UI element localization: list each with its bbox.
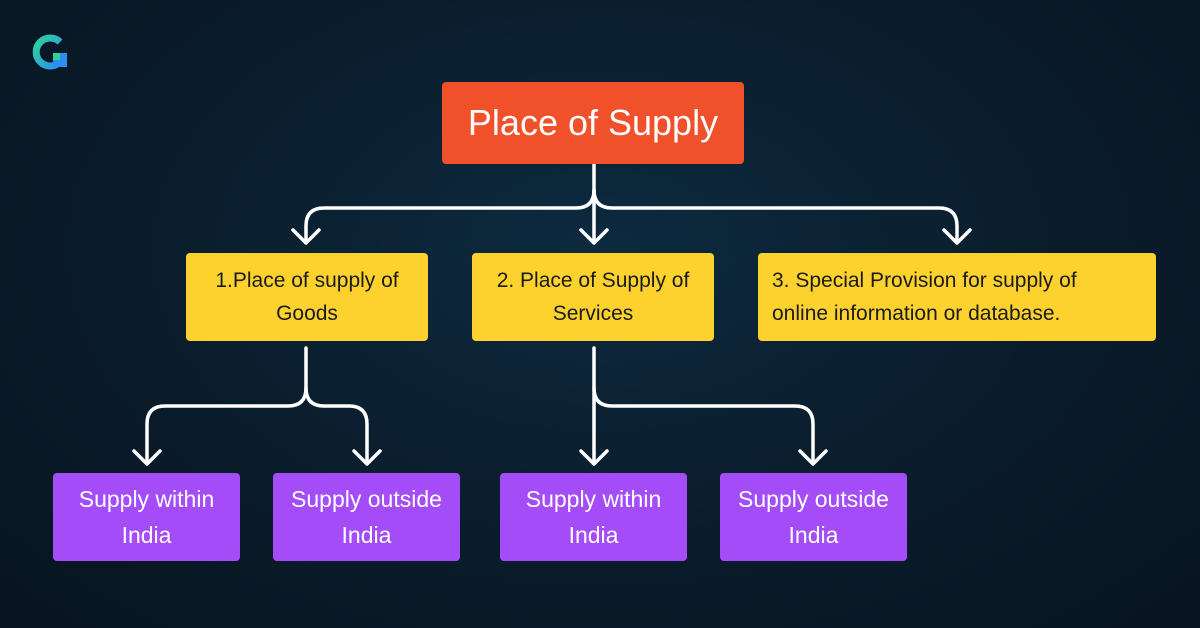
category-services-node: 2. Place of Supply of Services (472, 253, 714, 341)
category-goods-label: 1.Place of supply of Goods (215, 269, 399, 325)
root-node: Place of Supply (442, 82, 744, 164)
arrowhead-services-outside (798, 449, 828, 466)
category-services-label: 2. Place of Supply of Services (496, 269, 690, 325)
logo (30, 32, 74, 72)
arrowhead-goods (291, 228, 321, 245)
leaf-services-within-india: Supply within India (500, 473, 687, 561)
arrowhead-services (579, 228, 609, 245)
connector-goods-to-outside (304, 386, 369, 465)
leaf-goods-within-india: Supply within India (53, 473, 240, 561)
category-goods-node: 1.Place of supply of Goods (186, 253, 428, 341)
root-label: Place of Supply (467, 102, 719, 143)
connector-root-to-special (592, 188, 959, 244)
leaf-goods-outside-india-label: Supply outside India (291, 486, 442, 548)
category-special-provision-label: 3. Special Provision for supply of onlin… (772, 269, 1077, 325)
category-special-provision-node: 3. Special Provision for supply of onlin… (758, 253, 1156, 341)
leaf-services-outside-india: Supply outside India (720, 473, 907, 561)
connector-services-to-outside (592, 386, 815, 465)
leaf-goods-outside-india: Supply outside India (273, 473, 460, 561)
leaf-goods-within-india-label: Supply within India (78, 486, 215, 548)
connector-goods-to-within (145, 346, 308, 465)
arrowhead-services-within (579, 449, 609, 466)
leaf-services-within-india-label: Supply within India (525, 486, 662, 548)
arrowhead-special (942, 228, 972, 245)
arrowhead-goods-within (132, 449, 162, 466)
connector-root-to-goods (304, 162, 596, 244)
logo-g-icon (32, 34, 67, 70)
arrowhead-goods-outside (352, 449, 382, 466)
leaf-services-outside-india-label: Supply outside India (738, 486, 889, 548)
